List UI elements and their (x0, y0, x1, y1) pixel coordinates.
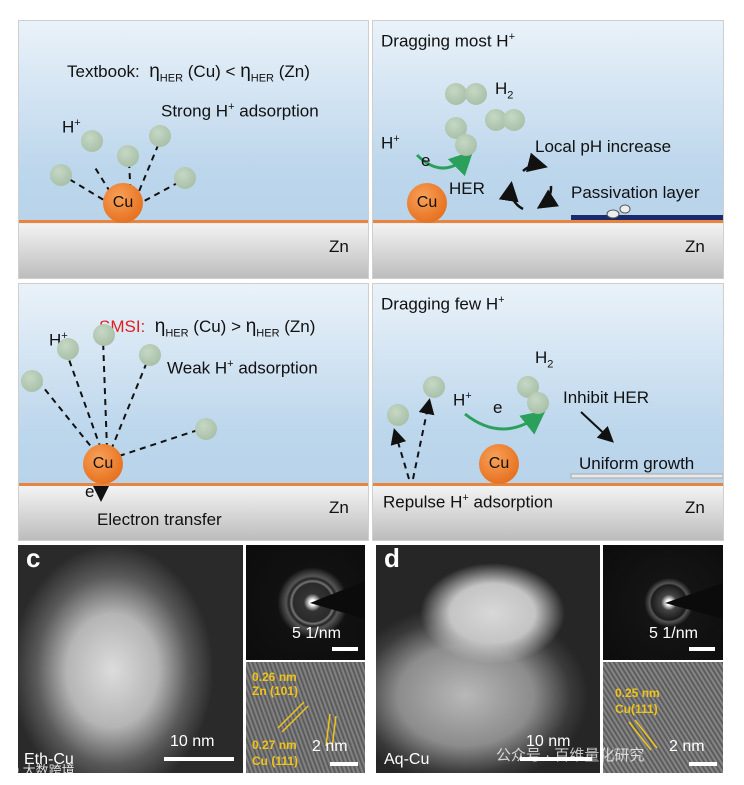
h-ion (527, 392, 549, 414)
h-ion (149, 125, 171, 147)
h2-label: H2 (495, 79, 514, 102)
copper-interface-line (19, 483, 368, 486)
electron-label: e (421, 151, 431, 170)
h-plus-label: H+ (62, 117, 81, 137)
scale-bar (520, 757, 592, 761)
d-spacing-label: 0.27 nm (252, 738, 297, 752)
panel-c-hrtem-image: 0.26 nm Zn (101) 0.27 nm Cu (111) 2 nm (246, 662, 365, 773)
watermark-right: 公众号 · 百维量化研究 (496, 747, 645, 764)
her-label: HER (449, 179, 485, 198)
cu-particle: Cu (479, 444, 519, 484)
panel-b-right-arrows (390, 398, 723, 480)
panel-b-left: SMSI: ηHER (Cu) > ηHER (Zn) Weak H+ adso… (18, 283, 369, 541)
electron-label: e (493, 398, 503, 417)
h-ion (445, 83, 467, 105)
electron-label: e (85, 482, 95, 501)
inhibit-her-label: Inhibit HER (563, 388, 649, 407)
h-ion (174, 167, 196, 189)
scale-bar (689, 762, 717, 766)
zn-label: Zn (329, 237, 349, 256)
zn-label: Zn (685, 237, 705, 256)
textbook-equation: Textbook: ηHER (Cu) < ηHER (Zn) (67, 61, 310, 85)
sample-label: Aq-Cu (384, 751, 430, 768)
hrtem-scale-label: 2 nm (669, 738, 705, 755)
cu-particle: Cu (103, 183, 143, 223)
electron-transfer-label: Electron transfer (97, 510, 222, 529)
h-plus-label: H+ (381, 133, 400, 153)
h-ion (57, 338, 79, 360)
lattice-markers (277, 701, 337, 749)
panel-a-right-arrows (415, 150, 723, 220)
h2-label: H2 (535, 348, 554, 371)
copper-interface-line (373, 483, 723, 486)
copper-interface-line (373, 220, 723, 223)
copper-interface-line (19, 220, 368, 223)
h-ion (465, 83, 487, 105)
panel-d-saed-image: 5 1/nm (603, 545, 723, 660)
watermark-left: ⓒ 大数跨境 (6, 763, 75, 778)
h-ion (81, 130, 103, 152)
zn-label: Zn (329, 498, 349, 517)
d-spacing-label: 0.25 nm (615, 686, 660, 700)
h-ion (423, 376, 445, 398)
panel-label-c: c (26, 545, 41, 573)
repulse-label: Repulse H+ adsorption (383, 492, 553, 512)
lattice-markers (628, 719, 658, 751)
saed-scale-label: 5 1/nm (649, 625, 698, 642)
plane-label: Zn (101) (252, 684, 299, 698)
h-ion (503, 109, 525, 131)
plane-label: Cu(111) (615, 702, 658, 716)
scale-label: 10 nm (526, 733, 571, 750)
panel-a-left-lines (68, 142, 182, 212)
h-ion (139, 344, 161, 366)
hrtem-scale-label: 2 nm (312, 738, 348, 755)
strong-adsorption-text: Strong H+ adsorption (161, 101, 319, 121)
uniform-growth-label: Uniform growth (579, 454, 695, 473)
h-ion (195, 418, 217, 440)
scale-label: 10 nm (170, 733, 215, 750)
cu-particle: Cu (83, 444, 123, 484)
cu-particle: Cu (407, 183, 447, 223)
dragging-most-title: Dragging most H+ (381, 31, 515, 51)
local-ph-label: Local pH increase (535, 137, 672, 156)
panel-label-d: d (384, 545, 400, 573)
h-ion (387, 404, 409, 426)
panel-a-right: Dragging most H+ H2 H+ e Local pH increa… (372, 20, 724, 279)
smsi-equation: SMSI: ηHER (Cu) > ηHER (Zn) (99, 316, 316, 340)
panel-c-saed-image: 5 1/nm (246, 545, 365, 660)
h-plus-label: H+ (453, 390, 472, 410)
h-ion (21, 370, 43, 392)
beam-stop (665, 583, 723, 619)
saed-scale-label: 5 1/nm (292, 625, 341, 642)
scale-bar (330, 762, 358, 766)
weak-adsorption-text: Weak H+ adsorption (167, 358, 318, 378)
h-ion (50, 164, 72, 186)
h-ion (485, 109, 507, 131)
h-ion (93, 324, 115, 346)
panel-b-right: Dragging few H+ H2 H+ e Inhibit HER Cu U… (372, 283, 724, 541)
passivation-label: Passivation layer (571, 183, 700, 202)
zn-label: Zn (685, 498, 705, 517)
dragging-few-title: Dragging few H+ (381, 294, 505, 314)
plane-label: Cu (111) (252, 754, 299, 768)
scale-bar (164, 757, 234, 761)
sample-label: Eth-Cu (24, 751, 74, 768)
panel-a-left: Textbook: ηHER (Cu) < ηHER (Zn) Strong H… (18, 20, 369, 279)
panel-d-hrtem-image: 0.25 nm Cu(111) 2 nm (603, 662, 723, 773)
h-ion (445, 117, 467, 139)
scale-bar (689, 647, 715, 651)
d-spacing-label: 0.26 nm (252, 670, 297, 684)
beam-stop (310, 581, 365, 619)
h-ion (117, 145, 139, 167)
panel-c-haadf-image: c Eth-Cu 10 nm (18, 545, 243, 773)
h-ion (455, 134, 477, 156)
panel-d-haadf-image: d Aq-Cu 10 nm (376, 545, 600, 773)
scale-bar (332, 647, 358, 651)
